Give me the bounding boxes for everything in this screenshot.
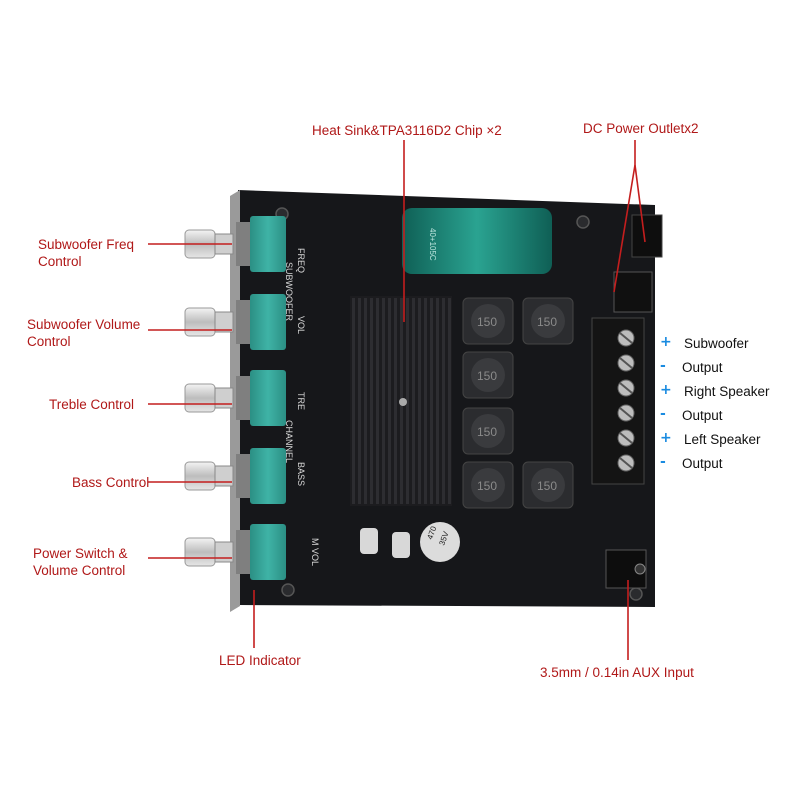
heat-sink-fin — [364, 298, 367, 504]
treble-label: Treble Control — [49, 397, 135, 412]
heat-sink-fin — [352, 298, 355, 504]
main-capacitor — [402, 208, 552, 274]
terminal-label: Output — [682, 456, 723, 471]
mount-hole — [576, 215, 590, 229]
capacitor-marking: 40+105C — [428, 228, 437, 261]
terminal-sign: - — [660, 454, 666, 470]
terminal-screw — [617, 429, 635, 447]
terminal-screw — [617, 354, 635, 372]
svg-text:150: 150 — [537, 479, 557, 493]
sub-freq-line1: Subwoofer Freq — [38, 237, 135, 252]
power-line2: Volume Control — [33, 563, 126, 578]
terminal-sign: - — [660, 406, 666, 422]
terminal-label: Subwoofer — [684, 336, 749, 351]
heat-sink-fin — [376, 298, 379, 504]
terminal-label: Right Speaker — [684, 384, 770, 399]
heat-sink-fin — [382, 298, 385, 504]
svg-text:150: 150 — [477, 479, 497, 493]
heat-sink-label: Heat Sink&TPA3116D2 Chip ×2 — [312, 123, 502, 138]
svg-text:150: 150 — [537, 315, 557, 329]
heat-sink-fin — [370, 298, 373, 504]
silk-mvol: M VOL — [310, 538, 320, 566]
small-capacitors: 470 35V — [360, 522, 460, 562]
sub-vol-potentiometer[interactable] — [184, 294, 286, 350]
dc-power-terminal — [613, 271, 653, 313]
bass-label: Bass Control — [72, 475, 150, 490]
terminal-screw — [617, 454, 635, 472]
inductor: 150 — [462, 351, 514, 399]
sub-vol-line2: Control — [27, 334, 71, 349]
heat-sink-fin — [388, 298, 391, 504]
silk-channel: CHANNEL — [284, 420, 294, 463]
heat-sink-fin — [424, 298, 427, 504]
heat-sink-fin — [442, 298, 445, 504]
terminal-block — [591, 317, 645, 485]
heat-sink-fin — [436, 298, 439, 504]
sub-freq-line2: Control — [38, 254, 82, 269]
power-label: Power Switch & Volume Control — [33, 545, 128, 579]
heat-sink-screw — [399, 398, 407, 406]
svg-text:150: 150 — [477, 369, 497, 383]
terminal-sign: + — [660, 430, 672, 446]
inductor: 150 — [522, 297, 574, 345]
sub-freq-potentiometer[interactable] — [184, 216, 286, 272]
terminal-screw — [617, 379, 635, 397]
heat-sink-fin — [418, 298, 421, 504]
terminal-screw — [617, 329, 635, 347]
heat-sink-fin — [430, 298, 433, 504]
metal-edge — [230, 190, 240, 612]
callout-lines — [148, 140, 646, 660]
dc-power-label: DC Power Outletx2 — [583, 121, 699, 136]
heat-sink-fin — [406, 298, 409, 504]
heat-sink-fin — [412, 298, 415, 504]
terminal-sign: + — [660, 382, 672, 398]
inductor: 150 — [462, 407, 514, 455]
silk-bass: BASS — [296, 462, 306, 486]
terminal-label: Output — [682, 360, 723, 375]
terminal-sign: + — [660, 334, 672, 350]
silk-tre: TRE — [296, 392, 306, 410]
bass-potentiometer[interactable] — [184, 448, 286, 504]
silk-vol: VOL — [296, 316, 306, 334]
inductor: 150 — [522, 461, 574, 509]
cap-470: 470 — [425, 525, 438, 541]
aux-jack-port — [634, 563, 646, 575]
terminal-sign: - — [660, 358, 666, 374]
treble-potentiometer[interactable] — [184, 370, 286, 426]
mount-hole — [281, 583, 295, 597]
heat-sink-fin — [394, 298, 397, 504]
silk-freq: FREQ — [296, 248, 306, 273]
svg-text:150: 150 — [477, 425, 497, 439]
heat-sink-fin — [448, 298, 451, 504]
aux-label: 3.5mm / 0.14in AUX Input — [540, 665, 694, 680]
terminal-label: Left Speaker — [684, 432, 761, 447]
led-label: LED Indicator — [219, 653, 301, 668]
inductor: 150 — [462, 297, 514, 345]
sub-vol-line1: Subwoofer Volume — [27, 317, 141, 332]
terminal-label: Output — [682, 408, 723, 423]
power-vol-potentiometer[interactable] — [184, 524, 286, 580]
dc-power-jack — [631, 214, 663, 258]
sub-vol-label: Subwoofer Volume Control — [27, 316, 140, 350]
svg-text:150: 150 — [477, 315, 497, 329]
mount-hole — [629, 587, 643, 601]
power-line1: Power Switch & — [33, 546, 128, 561]
inductor: 150 — [462, 461, 514, 509]
silk-subwoofer: SUBWOOFER — [284, 262, 294, 322]
heat-sink-fin — [358, 298, 361, 504]
sub-freq-label: Subwoofer Freq Control — [38, 236, 134, 270]
terminal-screw — [617, 404, 635, 422]
